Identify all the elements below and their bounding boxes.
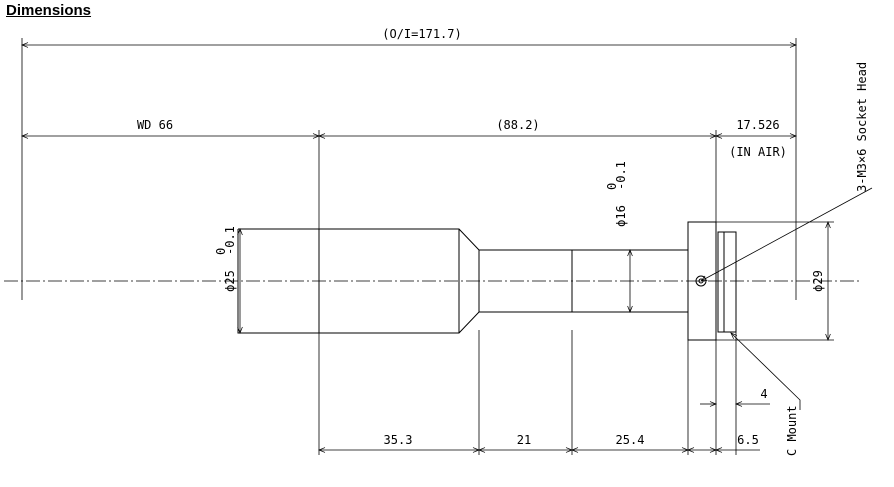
phi25-tol-bottom: -0.1 [223,226,237,255]
phi25-label-group: ϕ25 0 -0.1 [214,226,237,292]
socket-leader [700,187,873,282]
dim-35-label: 35.3 [384,433,413,447]
dim-phi16-label: ϕ16 [614,205,628,227]
dim-21-label: 21 [517,433,531,447]
phi25-tol-top: 0 [214,248,228,255]
dim-254-label: 25.4 [616,433,645,447]
phi16-tol-bottom: -0.1 [614,161,628,190]
dim-back-label: 17.526 [736,118,779,132]
phi16-tol-top: 0 [605,183,619,190]
dim-65-label: 6.5 [737,433,759,447]
dim-in-air-label: (IN AIR) [729,145,787,159]
dim-4-label: 4 [760,387,767,401]
dim-overall-label: (O/I=171.7) [382,27,461,41]
page-title: Dimensions [6,2,92,19]
dim-phi25-label: ϕ25 [223,270,237,292]
dim-mid-label: (88.2) [496,118,539,132]
dim-phi29-label: ϕ29 [811,270,825,292]
dim-wd-label: WD 66 [137,118,173,132]
c-mount-callout: C Mount [785,405,799,456]
phi16-label-group: ϕ16 0 -0.1 [605,161,628,227]
cmount-leader [730,332,801,410]
socket-head-callout: 3-M3×6 Socket Head [855,62,869,192]
